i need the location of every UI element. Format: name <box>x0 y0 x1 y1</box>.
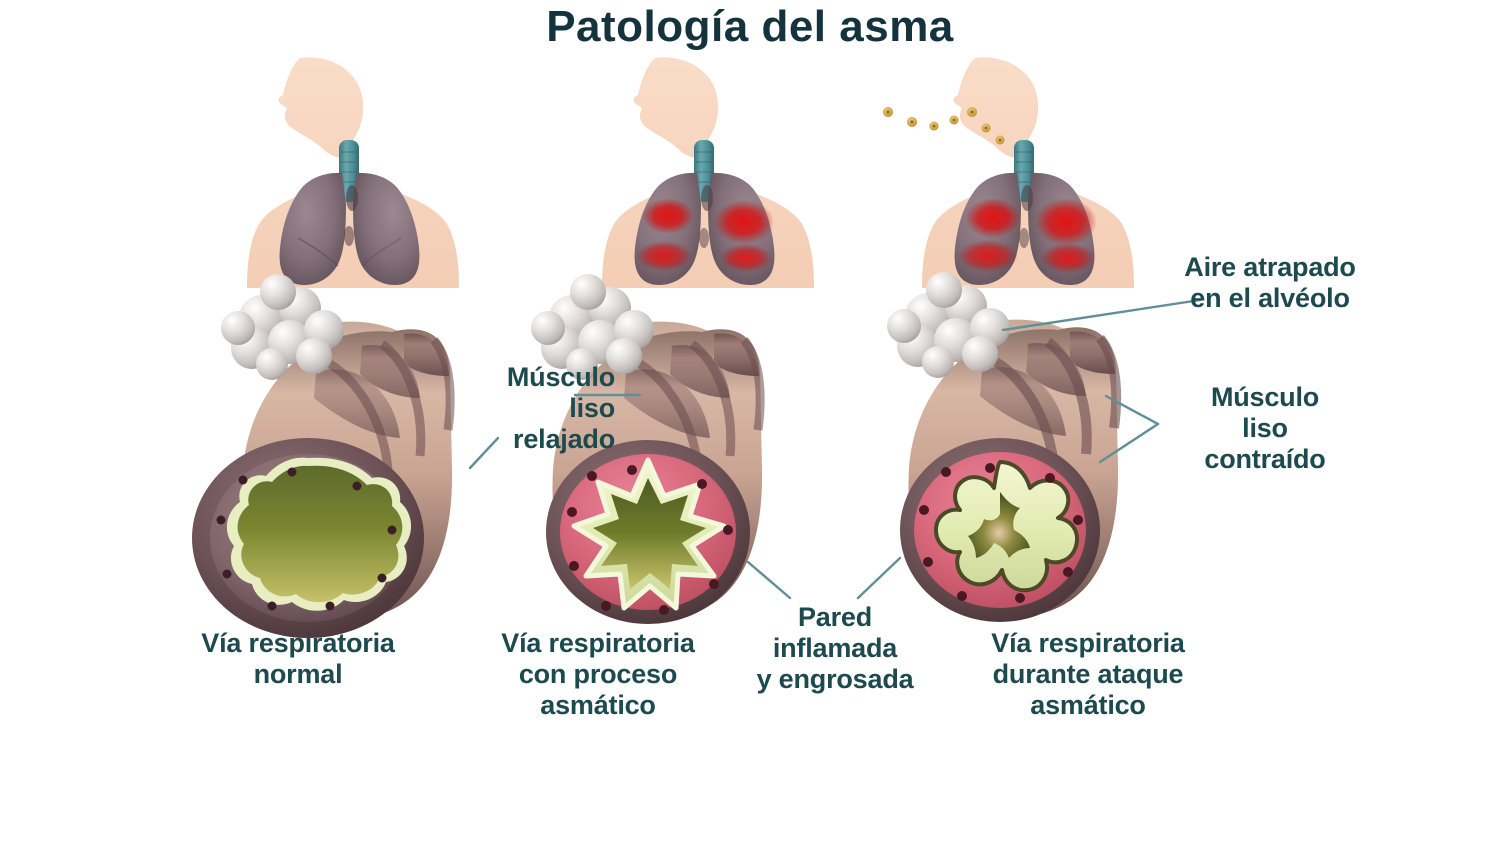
wall-dots <box>216 467 397 611</box>
annotation-air-trapped: Aire atrapado en el alvéolo <box>1184 252 1356 313</box>
torso-asthmatic <box>602 57 814 289</box>
trachea-rings <box>696 151 712 183</box>
leader-wall-right <box>856 556 902 600</box>
lumen-narrowed <box>593 478 706 589</box>
lumen-open <box>237 465 403 603</box>
leader-muscle-contracted-upper <box>1104 394 1160 426</box>
caption-airway-attack: Vía respiratoria durante ataque asmático <box>991 628 1185 720</box>
leader-lines <box>468 298 1202 600</box>
leader-muscle-relaxed-left <box>468 436 500 470</box>
lungs-icon <box>634 172 775 286</box>
airway-asthmatic <box>531 274 765 624</box>
lungs-icon <box>279 172 420 286</box>
wall-dots <box>919 463 1083 603</box>
torso-attack <box>883 57 1134 289</box>
caption-airway-normal: Vía respiratoria normal <box>201 628 395 689</box>
bronchiole-cross-section-icon <box>900 438 1100 622</box>
bronchiole-cross-section-icon <box>546 440 750 624</box>
leader-muscle-contracted-lower <box>1098 422 1160 464</box>
lungs-icon <box>954 172 1097 286</box>
torso-normal <box>247 57 459 289</box>
alveoli-cluster-icon <box>887 272 1010 378</box>
annotation-muscle-relaxed: Músculo liso relajado <box>506 362 615 454</box>
trachea-rings <box>341 151 357 183</box>
inflammation-markers <box>958 198 1097 273</box>
wall-dots <box>567 465 733 615</box>
inflammation-markers <box>636 198 774 272</box>
leader-wall-left <box>746 560 792 600</box>
page-title: Patología del asma <box>546 2 954 51</box>
trachea-rings <box>1016 151 1032 183</box>
allergen-particle-icon <box>883 107 1005 145</box>
annotation-muscle-contracted: Músculo liso contraído <box>1204 382 1326 474</box>
alveoli-cluster-icon <box>221 274 344 380</box>
alveoli-cluster-icon <box>531 274 654 380</box>
lumen-constricted <box>968 492 1030 558</box>
caption-airway-asthmatic: Vía respiratoria con proceso asmático <box>501 628 695 720</box>
airway-attack <box>887 272 1122 622</box>
airway-normal <box>192 274 455 638</box>
leader-air-trapped <box>1001 298 1202 332</box>
annotation-wall-inflamed: Pared inflamada y engrosada <box>756 602 914 694</box>
bronchiole-cross-section-icon <box>192 438 424 638</box>
